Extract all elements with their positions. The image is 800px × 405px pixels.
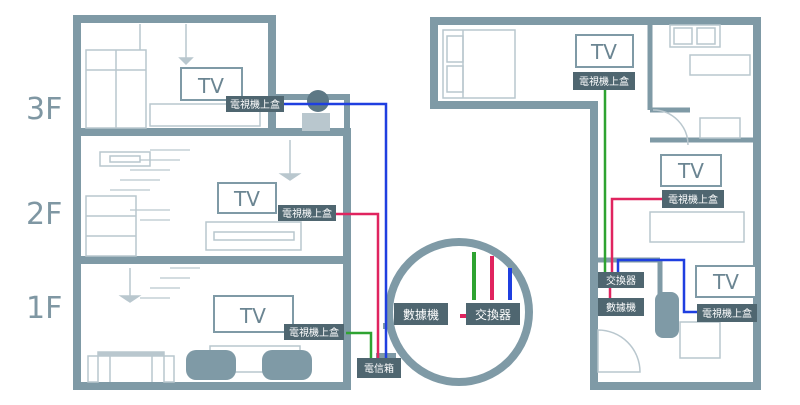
stb-box-study [662,190,724,208]
stb-box-1f [284,324,344,340]
device-labels: 電視機上盒 電視機上盒 電視機上盒 電視機上盒 電視機上盒 電視機上盒 電信箱 … [226,72,757,378]
floor-label-1f: 1F [26,291,63,326]
modem-box-apt [598,298,644,316]
cable-blue-3f [282,102,388,360]
armchair [655,292,679,338]
tv-label-3f: TV [197,74,224,98]
kitchen-counter [669,24,721,48]
switch-label-apt: 交換器 [606,274,636,287]
sofa-right [262,350,312,380]
stb-box-2f [278,205,336,221]
tv-study [660,154,722,187]
floor-label-2f: 2F [26,197,63,232]
sofa-left [186,350,236,380]
cabinet [679,321,721,359]
tv-1f [213,295,294,333]
stb-label-bedroom: 電視機上盒 [579,75,629,88]
pendant-lamp-1f-icon [118,295,142,303]
side-table [302,113,330,131]
modem-label: 數據機 [403,307,439,322]
dining-table [97,351,165,357]
tv-2f [217,182,277,214]
stb-label-study: 電視機上盒 [668,193,718,206]
tv-cabinet-2f [205,221,302,251]
lamp-globe-icon [307,90,329,112]
tv-living [695,265,757,298]
telecom-box-label: 電信箱 [364,362,394,375]
floor-label-3f: 3F [26,92,63,127]
ceiling-lamp-icon [178,57,194,66]
tv-bedroom [575,34,634,68]
tv-3f [180,67,243,101]
switch-box-apt [598,272,644,288]
tv-label-living: TV [712,270,739,294]
telecom-box [357,358,401,378]
modem-label-apt: 數據機 [606,301,636,314]
stb-box-3f [226,96,284,112]
tv-units [180,34,757,333]
desk [649,211,745,243]
tv-label-study: TV [677,159,704,183]
stb-label-2f: 電視機上盒 [282,207,332,220]
towel-rack [699,117,741,139]
cables [282,90,697,360]
cabinet-3f [149,103,261,127]
tv-label-2f: TV [233,187,260,211]
apartment-outline [430,17,761,390]
stb-label-living: 電視機上盒 [702,307,752,320]
switch-box [466,303,520,325]
cable-blue-living [616,258,697,314]
cable-red-2f [336,212,380,360]
room-1f [73,256,351,390]
furniture-3f [85,24,330,131]
pendant-lamp-icon [278,173,302,181]
modem-box [394,303,448,325]
cable-green-1f [346,331,373,360]
shelf [99,151,151,167]
bathtub [689,54,751,76]
stb-label-3f: 電視機上盒 [230,98,280,111]
tv-label-bedroom: TV [590,40,617,64]
chair-left [87,355,99,383]
furniture-2f [85,140,302,257]
stb-label-1f: 電視機上盒 [289,326,339,339]
cable-red-study [610,197,664,275]
apartment-section [430,17,761,390]
tv-label-1f: TV [239,304,266,328]
stb-box-bedroom [573,72,635,90]
stb-box-living [697,304,757,322]
bed [442,29,516,99]
bookcase [85,195,137,257]
chair-right [163,355,175,383]
switch-label: 交換器 [475,307,511,322]
